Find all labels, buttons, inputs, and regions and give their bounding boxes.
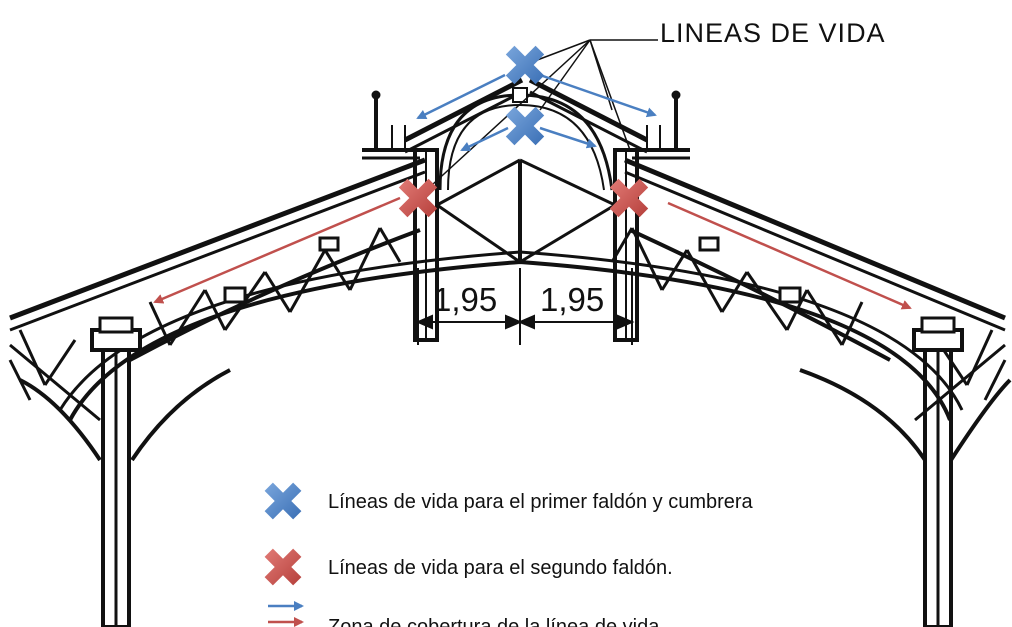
red-cross-icon [264, 548, 302, 586]
legend: Líneas de vida para el primer faldón y c… [264, 482, 754, 627]
red-arrow-icon [153, 196, 401, 304]
dimension-label-left: 1,95 [433, 281, 497, 318]
blue-cross-icon [264, 482, 302, 520]
blue-arrow-icon [539, 73, 657, 118]
legend-blue-label: Líneas de vida para el primer faldón y c… [328, 491, 754, 513]
steel-structure [8, 39, 1012, 627]
blue-arrow-icon [460, 126, 509, 152]
blue-arrow-icon [539, 126, 597, 149]
red-cross-icon [398, 178, 438, 218]
legend-arrows-label: Zona de cobertura de la línea de vida [328, 616, 660, 627]
red-coverage-arrows [153, 196, 912, 310]
diagram-title: LINEAS DE VIDA [660, 18, 886, 48]
main-arch-upper [58, 250, 964, 411]
dimension-lines [415, 268, 635, 345]
main-arch-lower [68, 259, 952, 421]
blue-arrow-icon [416, 73, 506, 120]
blue-cross-icon [505, 106, 545, 146]
red-arrow-icon [667, 201, 912, 310]
legend-red-label: Líneas de vida para el segundo faldón. [328, 557, 673, 579]
blue-cross-icon [505, 45, 545, 85]
dimension-label-right: 1,95 [540, 281, 604, 318]
blue-coverage-arrows [416, 73, 657, 152]
